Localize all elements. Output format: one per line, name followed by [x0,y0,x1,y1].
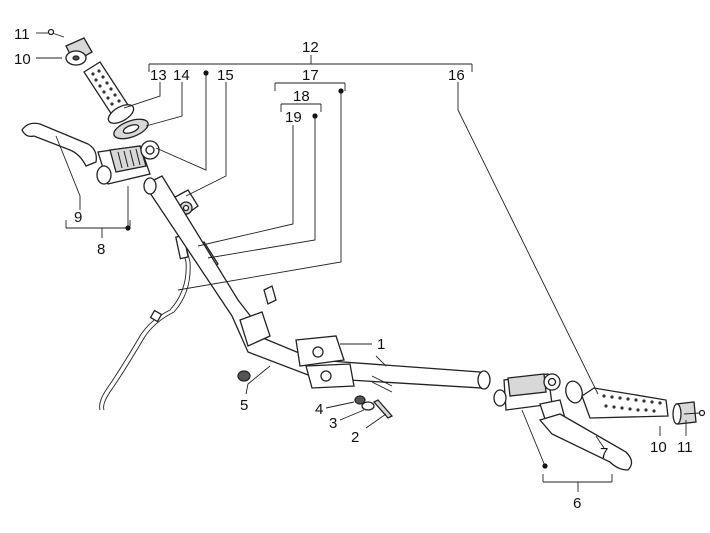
handlebar [143,175,491,390]
screw-left [47,28,65,38]
brake-cable [99,221,191,411]
callout-2: 2 [351,429,359,446]
washer-left [113,118,149,140]
callout-labels: 11 10 12 13 14 15 17 16 18 19 9 8 1 5 4 … [14,26,693,512]
callout-17: 17 [302,67,319,84]
callout-8: 8 [97,241,105,258]
callout-10-right: 10 [650,439,667,456]
washers-and-bolt [354,395,394,419]
screw-right [683,409,706,417]
callout-15: 15 [217,67,234,84]
callout-4: 4 [315,401,323,418]
reservoir-cap-right [565,380,583,404]
callout-9: 9 [74,209,82,226]
master-cylinder-right [493,373,567,429]
callout-7: 7 [600,445,608,462]
callout-11-right: 11 [677,439,693,456]
callout-1: 1 [377,336,385,353]
grip-right [581,387,669,419]
callout-12: 12 [302,39,319,56]
nut-5 [237,370,251,382]
master-cylinder-left [96,140,160,185]
callout-18: 18 [293,88,310,105]
callout-6: 6 [573,495,581,512]
callout-19: 19 [285,109,302,126]
callout-10-left: 10 [14,51,31,68]
callout-13: 13 [150,67,167,84]
callout-14: 14 [173,67,190,84]
callout-16: 16 [448,67,465,84]
callout-11-left: 11 [14,26,30,43]
lever-right [538,413,633,471]
grip-left [83,61,135,124]
callout-5: 5 [240,397,248,414]
handlebar-clamp [239,285,393,393]
bar-end-weight-left [65,37,93,66]
callout-3: 3 [329,415,337,432]
bar-end-weight-right [672,401,697,425]
leader-lines [36,32,687,492]
